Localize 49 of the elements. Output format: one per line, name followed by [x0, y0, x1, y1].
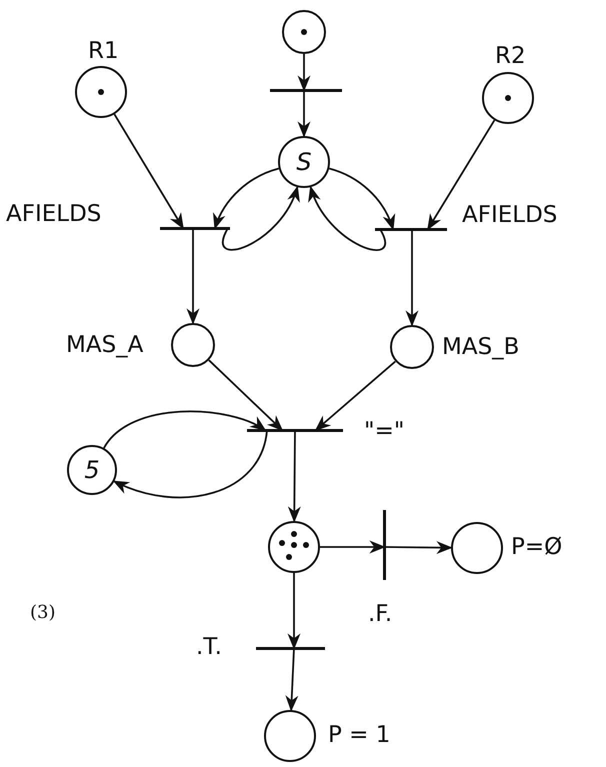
place-circle [75, 66, 127, 118]
place-circle [171, 323, 215, 367]
arrow [214, 168, 280, 230]
place-circle [268, 521, 320, 573]
arrow [384, 541, 453, 554]
place-circle [264, 710, 316, 762]
place-name: "=" [364, 420, 404, 443]
transition-bar [382, 510, 386, 580]
arrow [328, 168, 394, 231]
place-name: R1 [88, 40, 119, 63]
place-name: R2 [495, 45, 526, 68]
arrow [298, 54, 310, 92]
arrow [222, 186, 298, 251]
place-name: P = 1 [328, 724, 390, 747]
place-name: AFIELDS [6, 203, 102, 226]
place-name: MAS_A [66, 334, 144, 357]
place-circle [482, 72, 534, 124]
arrow [320, 540, 386, 554]
arrow [112, 430, 268, 498]
arrow [314, 360, 396, 432]
arrow [288, 573, 300, 650]
transition-bar [160, 226, 230, 230]
place-circle [390, 325, 434, 369]
transition-bar [375, 228, 447, 230]
arrow [285, 648, 298, 712]
arrow [298, 90, 310, 138]
arrow [186, 229, 200, 325]
place-name: P=Ø [511, 536, 562, 559]
place-label: 5 [83, 458, 101, 482]
place-label: S [295, 150, 313, 174]
place-name: AFIELDS [462, 204, 558, 227]
place-name: .F. [368, 603, 392, 626]
arrow [208, 360, 284, 432]
arrow [288, 430, 301, 523]
transition-bar [247, 428, 343, 432]
place-name: .T. [196, 636, 222, 659]
arrow [427, 120, 496, 230]
arrow [310, 186, 386, 251]
place-circle [278, 136, 330, 188]
arrow [406, 229, 418, 327]
transition-bar [270, 88, 342, 92]
place-name: MAS_B [442, 336, 520, 359]
figure-number: (3) [30, 602, 56, 623]
place-circle [451, 522, 503, 574]
arrow [103, 410, 266, 449]
transition-bar [256, 646, 325, 650]
arrow [114, 114, 184, 230]
place-circle [282, 10, 326, 54]
place-circle [67, 445, 117, 495]
